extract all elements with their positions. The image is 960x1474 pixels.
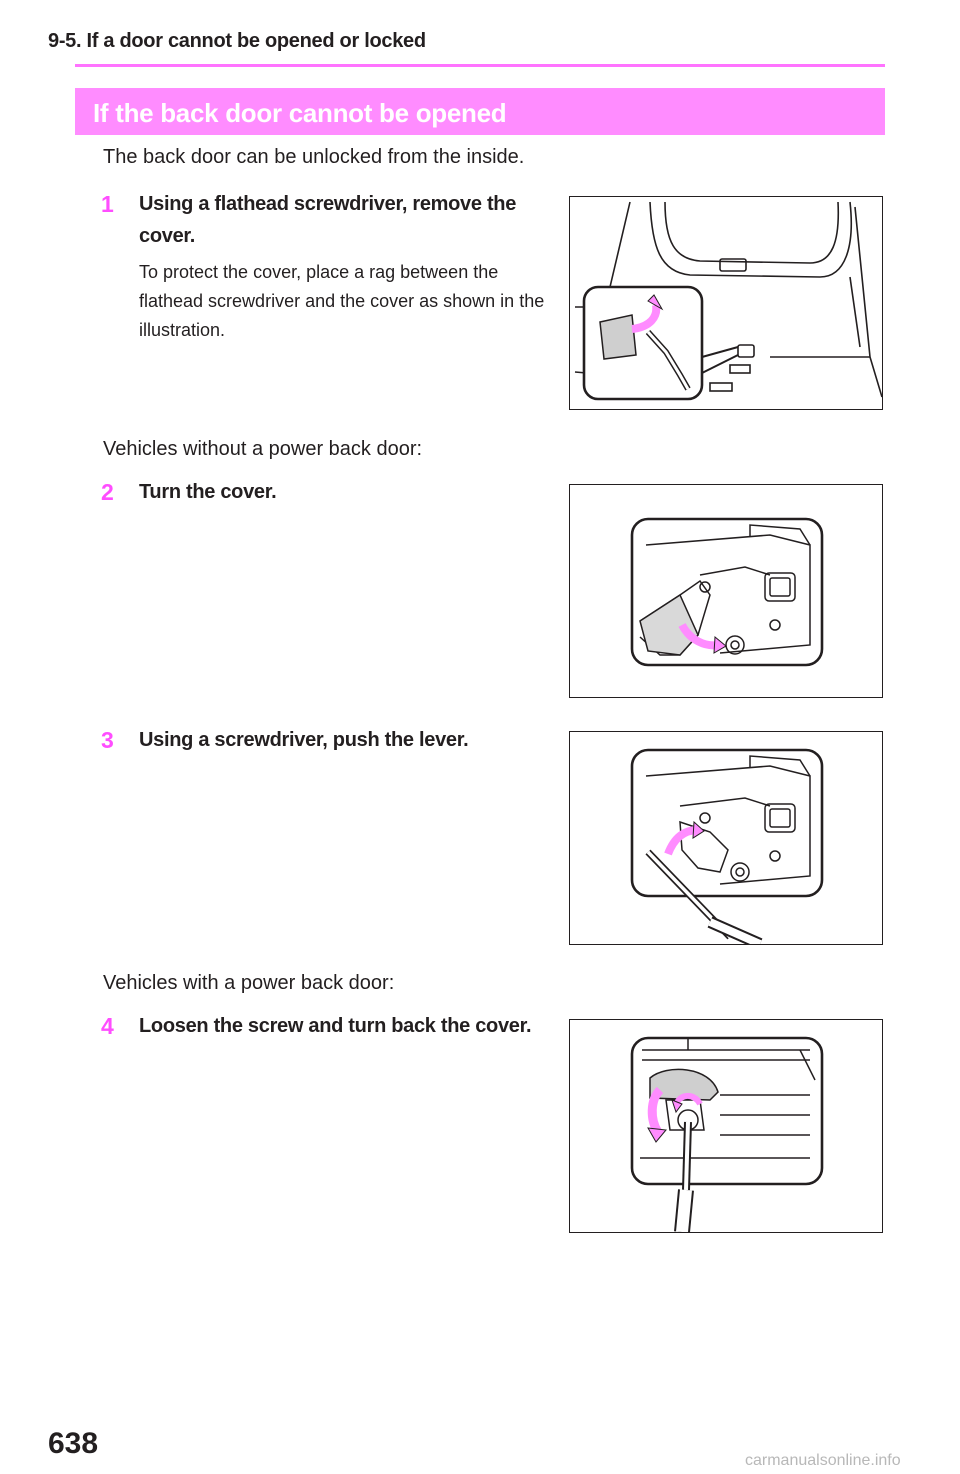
illustration-loosen-screw <box>569 1019 883 1233</box>
step-number: 3 <box>101 727 114 753</box>
illustration-push-lever <box>569 731 883 945</box>
condition-without-power-door: Vehicles without a power back door: <box>103 438 423 460</box>
condition-with-power-door: Vehicles with a power back door: <box>103 972 395 994</box>
step-number: 1 <box>101 191 114 217</box>
step-number: 4 <box>101 1013 114 1039</box>
intro-text: The back door can be unlocked from the i… <box>103 146 525 168</box>
header-rule <box>75 64 885 67</box>
section-banner: If the back door cannot be opened <box>75 88 885 135</box>
step-number: 2 <box>101 479 114 505</box>
step-text: Loosen the screw and turn back the cover… <box>139 1015 532 1037</box>
watermark: carmanualsonline.info <box>745 1452 901 1469</box>
step-text: Using a flathead screwdriver, remove the… <box>139 193 517 247</box>
step-text: Turn the cover. <box>139 481 277 503</box>
running-header: 9-5. If a door cannot be opened or locke… <box>48 30 426 52</box>
step-4: 4 Loosen the screw and turn back the cov… <box>101 1010 551 1042</box>
step-text: Using a screwdriver, push the lever. <box>139 729 469 751</box>
illustration-turn-cover <box>569 484 883 698</box>
section-title: If the back door cannot be opened <box>93 98 507 128</box>
step-3: 3 Using a screwdriver, push the lever. <box>101 724 551 756</box>
illustration-remove-cover <box>569 196 883 410</box>
step-1-note: To protect the cover, place a rag betwee… <box>139 262 545 340</box>
page-number: 638 <box>48 1427 99 1460</box>
step-2: 2 Turn the cover. <box>101 476 551 508</box>
step-1: 1 Using a flathead screwdriver, remove t… <box>101 188 551 252</box>
